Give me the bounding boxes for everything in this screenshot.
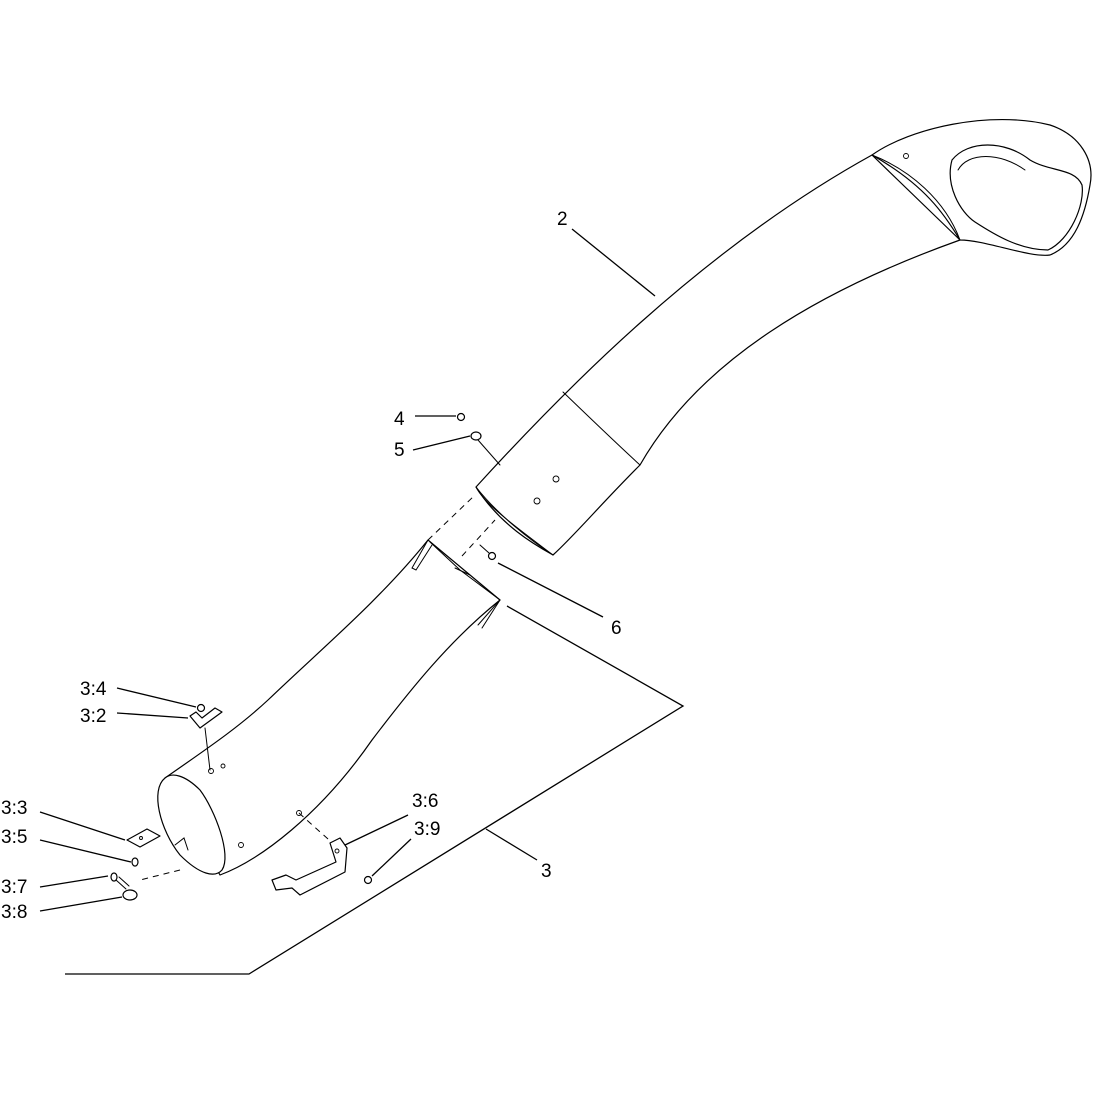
part-4-nut [456,412,466,422]
callout-5: 5 [394,440,405,461]
part-3-5-screw [131,857,139,867]
callout-3-7: 3:7 [1,877,27,898]
callout-3-2: 3:2 [80,706,106,727]
callout-6: 6 [611,618,622,639]
callout-2: 2 [557,209,568,230]
part-5-washer [470,431,501,466]
part-3-9-nut [363,875,373,885]
part-2-upper-exhaust-pipe [475,119,1092,556]
part-3-3-plate [126,828,161,848]
callout-3-6: 3:6 [412,791,438,812]
part-3-2-clip [189,707,223,771]
part-3-6-bracket [271,837,348,896]
callout-4: 4 [394,409,405,430]
callout-3-4: 3:4 [80,679,107,700]
part-3-lower-exhaust-pipe [139,494,501,881]
callout-3-9: 3:9 [414,819,440,840]
callout-3: 3 [541,861,552,882]
part-3-7-bolt [110,872,130,890]
leader-lines [39,228,685,975]
callout-3-3: 3:3 [1,798,27,819]
part-6-bolt [479,544,497,561]
callout-3-8: 3:8 [1,902,27,923]
part-3-8-washer [122,889,138,901]
part-3-4-nut [196,703,206,713]
callout-3-5: 3:5 [1,827,27,848]
